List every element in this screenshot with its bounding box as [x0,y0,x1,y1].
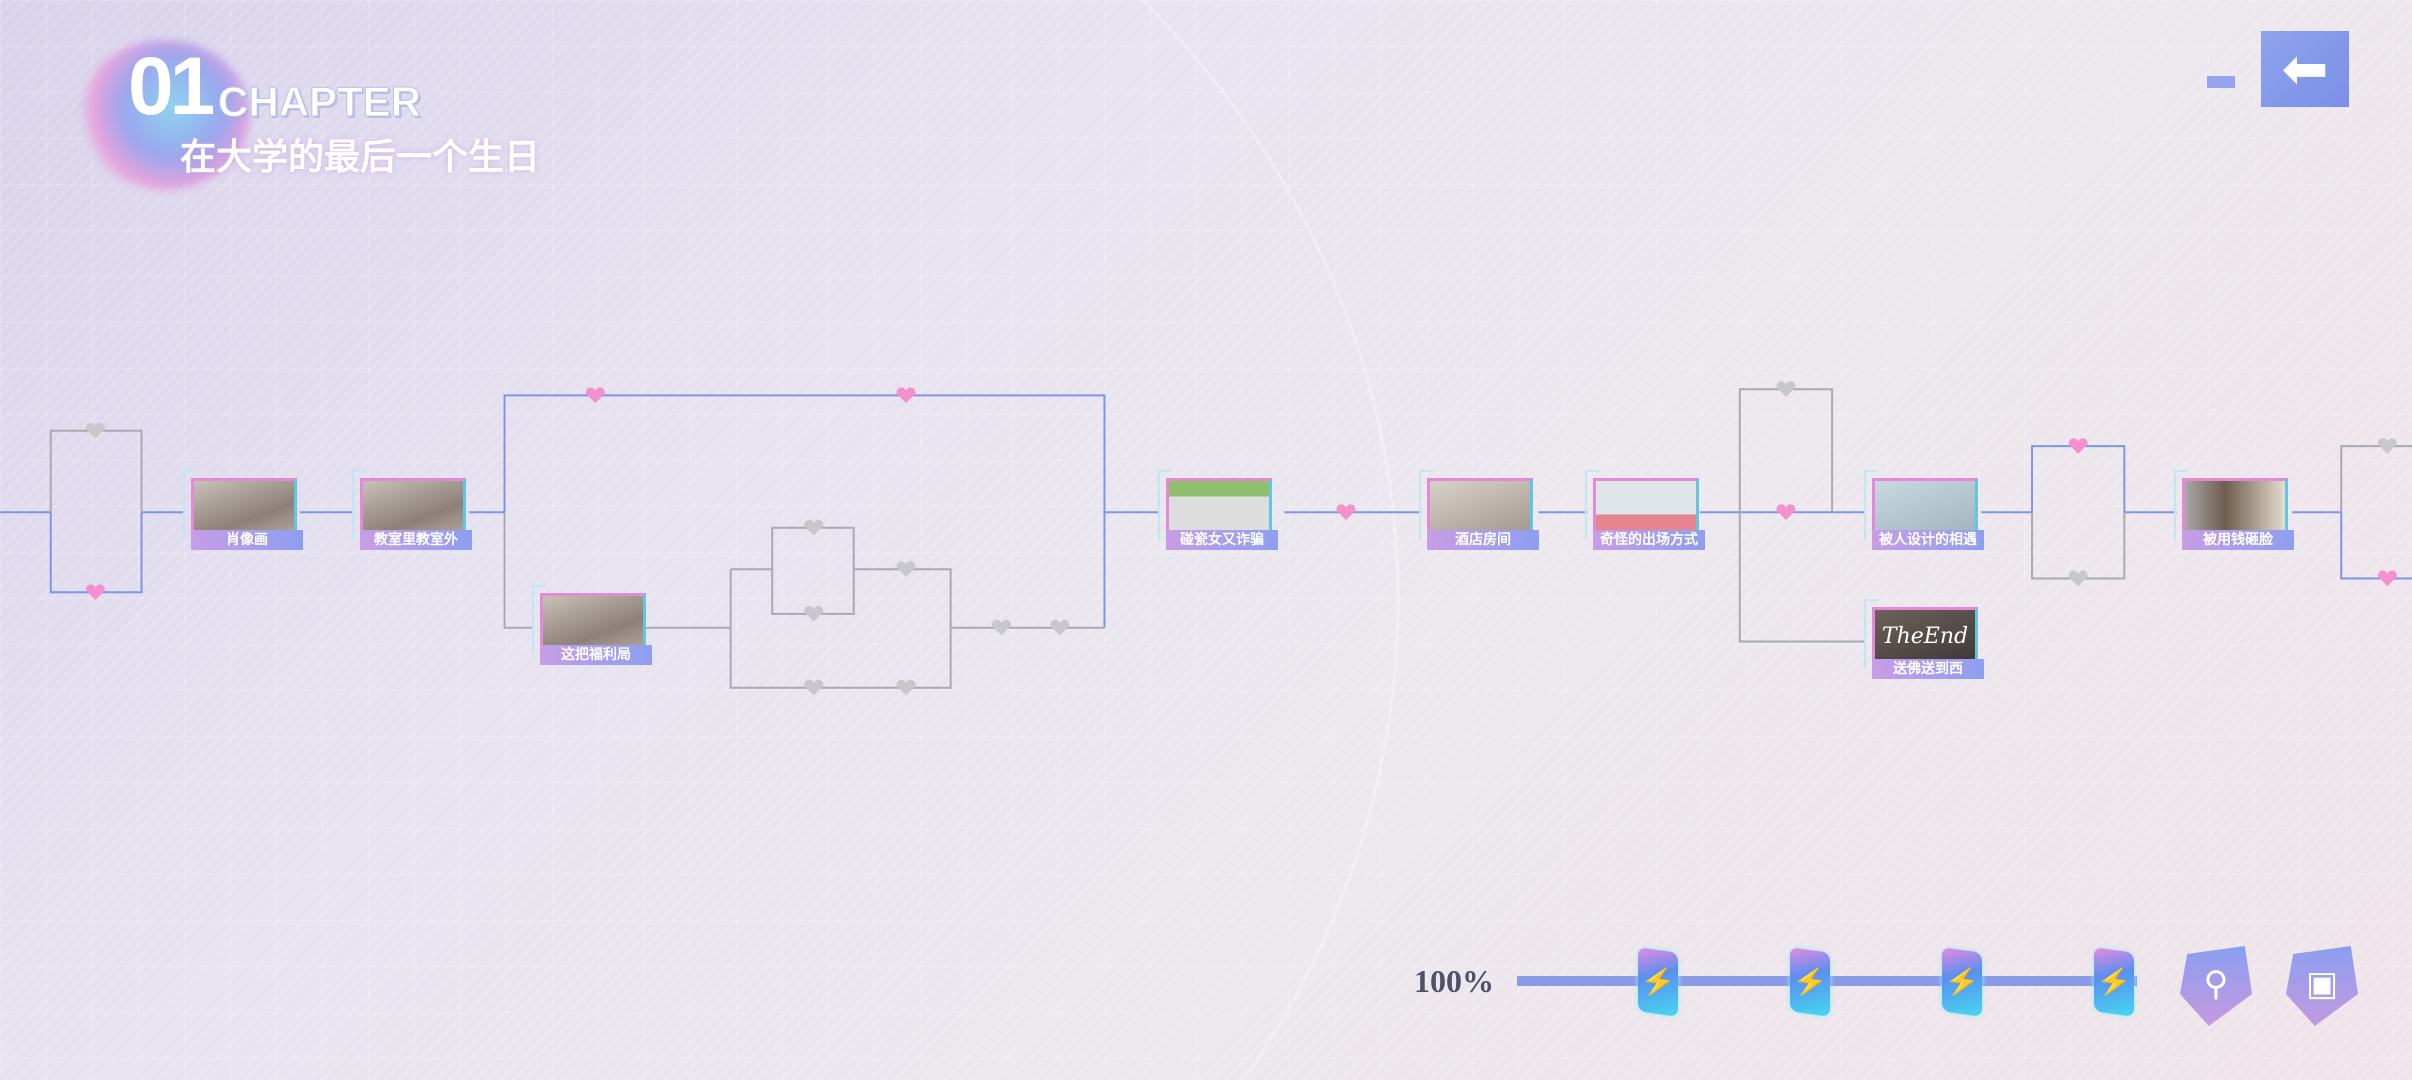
node-frame [1419,470,1433,540]
heart-node-locked-icon[interactable] [1050,619,1070,636]
node-frame [1864,470,1878,540]
heart-node-locked-icon[interactable] [896,679,916,696]
heart-node-locked-icon[interactable] [991,619,1011,636]
heart-node-unlocked-icon[interactable] [1336,504,1356,520]
arrow-left-icon: ⬅ [2281,36,2329,102]
chapter-title: 在大学的最后一个生日 [180,136,541,178]
heart-node-locked-icon[interactable] [2377,438,2397,454]
heart-node-unlocked-icon[interactable] [1776,504,1796,520]
heart-node-locked-icon[interactable] [804,519,824,536]
heart-node-locked-icon[interactable] [1776,381,1796,397]
node-label: 碰瓷女又诈骗 [1166,530,1278,550]
heart-node-locked-icon[interactable] [804,605,824,622]
story-node[interactable]: 肖像画 [183,470,303,556]
heart-node-locked-icon[interactable] [85,422,105,439]
battery-icon[interactable]: ⚡ [1790,947,1830,1017]
story-node[interactable]: 被用钱砸脸 [2174,470,2294,556]
back-button[interactable]: ⬅ [2261,31,2349,107]
node-label: 肖像画 [191,530,303,550]
battery-icon[interactable]: ⚡ [2094,947,2134,1017]
chapter-glow [80,40,250,190]
battery-icon[interactable]: ⚡ [1942,947,1982,1017]
node-label: 酒店房间 [1427,530,1539,550]
story-node[interactable]: 这把福利局 [532,585,652,671]
node-frame [352,470,366,540]
node-label: 奇怪的出场方式 [1593,530,1705,550]
node-frame [1158,470,1172,540]
story-node[interactable]: 酒店房间 [1419,470,1539,556]
heart-node-unlocked-icon[interactable] [585,387,605,404]
node-frame [183,470,197,540]
battery-icon[interactable]: ⚡ [1638,947,1678,1017]
heart-node-locked-icon[interactable] [2068,570,2088,587]
heart-node-unlocked-icon[interactable] [2377,570,2397,587]
node-label: 教室里教室外 [360,530,472,550]
story-node[interactable]: 奇怪的出场方式 [1585,470,1705,556]
back-button-decoration [2207,76,2235,88]
node-label: 被用钱砸脸 [2182,530,2294,550]
chapter-word: CHAPTER [217,78,422,126]
story-node[interactable]: 教室里教室外 [352,470,472,556]
story-node[interactable]: 被人设计的相遇 [1864,470,1984,556]
heart-node-unlocked-icon[interactable] [85,584,105,600]
treasure-box-icon: ▣ [2305,964,2339,1004]
node-frame [532,585,546,655]
node-frame [1585,470,1599,540]
chapter-number: 01 [128,41,215,132]
progress-percent: 100% [1414,963,1494,999]
map-pin-icon: ⚲ [2203,964,2229,1004]
node-frame [1864,599,1878,669]
heart-node-unlocked-icon[interactable] [2068,438,2088,454]
heart-node-locked-icon[interactable] [804,679,824,696]
story-node[interactable]: 碰瓷女又诈骗 [1158,470,1278,556]
node-label: 这把福利局 [540,645,652,665]
heart-node-unlocked-icon[interactable] [896,387,916,404]
node-frame [2174,470,2188,540]
heart-node-locked-icon[interactable] [896,561,916,577]
node-label: 被人设计的相遇 [1872,530,1984,550]
node-label: 送佛送到西 [1872,659,1984,679]
